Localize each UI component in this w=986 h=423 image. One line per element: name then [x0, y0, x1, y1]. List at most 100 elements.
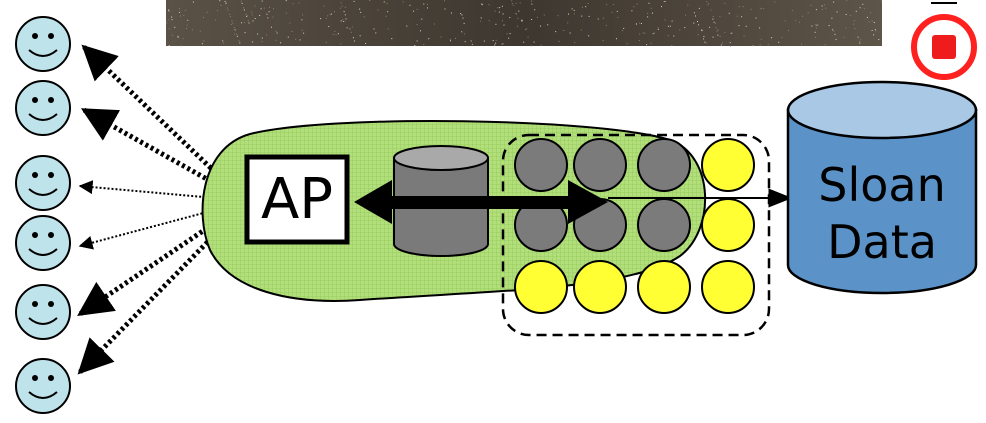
star-speck [172, 34, 173, 36]
star-speck [280, 42, 282, 44]
star-speck [846, 0, 848, 2]
star-speck [667, 35, 669, 37]
star-speck [755, 17, 757, 19]
star-speck [261, 41, 263, 43]
star-speck [845, 27, 847, 29]
star-speck [605, 24, 607, 26]
star-speck [825, 7, 827, 9]
idle-node [637, 260, 691, 314]
star-speck [481, 4, 483, 6]
star-speck [873, 34, 875, 36]
star-speck [540, 44, 542, 46]
star-speck [515, 12, 517, 14]
star-speck [168, 10, 170, 12]
busy-node [514, 138, 568, 192]
star-speck [774, 1, 776, 3]
star-speck [759, 44, 761, 46]
star-speck [348, 28, 350, 30]
star-speck [817, 24, 819, 26]
star-speck [667, 25, 669, 27]
star-speck [292, 3, 294, 5]
star-speck [226, 7, 228, 9]
star-speck [167, 19, 169, 21]
star-speck [241, 2, 243, 4]
star-speck [263, 7, 265, 9]
star-speck [859, 41, 861, 43]
star-speck [534, 9, 536, 11]
star-speck [661, 6, 662, 8]
star-speck [245, 13, 247, 15]
star-speck [704, 41, 706, 43]
star-speck [234, 33, 236, 35]
star-speck [760, 8, 762, 10]
star-speck [636, 23, 637, 25]
star-speck [814, 31, 816, 33]
star-speck [177, 35, 179, 37]
star-speck [219, 0, 221, 2]
star-speck [581, 15, 583, 17]
star-speck [341, 5, 343, 7]
ap-box: AP [244, 154, 350, 245]
star-speck [623, 27, 625, 29]
star-speck [251, 14, 253, 16]
star-speck [771, 37, 773, 39]
star-speck [728, 12, 730, 14]
star-speck [519, 2, 521, 4]
star-speck [215, 19, 217, 21]
star-speck [365, 43, 367, 44]
star-speck [298, 2, 300, 4]
star-speck [555, 31, 557, 33]
star-speck [508, 37, 510, 39]
star-speck [693, 22, 695, 24]
star-speck [715, 27, 717, 29]
star-speck [738, 25, 740, 27]
star-speck [495, 42, 497, 44]
star-speck [246, 15, 248, 17]
star-speck [526, 28, 528, 30]
star-speck [568, 13, 569, 15]
connection-line [81, 44, 239, 195]
star-speck [238, 40, 240, 42]
star-speck [239, 42, 241, 44]
star-speck [626, 43, 628, 45]
star-speck [502, 13, 504, 15]
star-speck [230, 23, 232, 25]
star-speck [719, 35, 721, 37]
star-speck [230, 16, 231, 18]
star-speck [203, 17, 204, 18]
star-speck [563, 30, 565, 31]
star-speck [843, 36, 845, 38]
star-speck [343, 11, 345, 13]
star-speck [369, 0, 371, 1]
star-speck [801, 43, 802, 45]
star-speck [433, 23, 435, 25]
star-speck [340, 43, 342, 45]
idle-node [701, 198, 755, 252]
smiley-face-icon [15, 358, 71, 414]
star-speck [710, 9, 712, 11]
star-speck [814, 24, 816, 26]
star-speck [622, 30, 624, 32]
star-speck [684, 27, 686, 29]
star-speck [236, 33, 238, 35]
star-speck [701, 30, 703, 32]
star-speck [648, 2, 650, 4]
star-speck [168, 9, 170, 11]
star-speck [712, 36, 714, 38]
star-speck [351, 26, 353, 28]
star-speck [717, 29, 719, 31]
star-speck [693, 12, 695, 14]
star-speck [642, 32, 644, 34]
busy-node [637, 138, 691, 192]
star-speck [523, 41, 525, 43]
star-speck [495, 23, 497, 25]
star-speck [329, 13, 331, 15]
star-speck [617, 17, 619, 18]
star-speck [585, 6, 587, 8]
star-speck [501, 5, 503, 7]
stop-icon[interactable] [911, 2, 977, 80]
star-speck [330, 13, 332, 15]
star-speck [259, 15, 261, 16]
star-speck [416, 40, 418, 42]
